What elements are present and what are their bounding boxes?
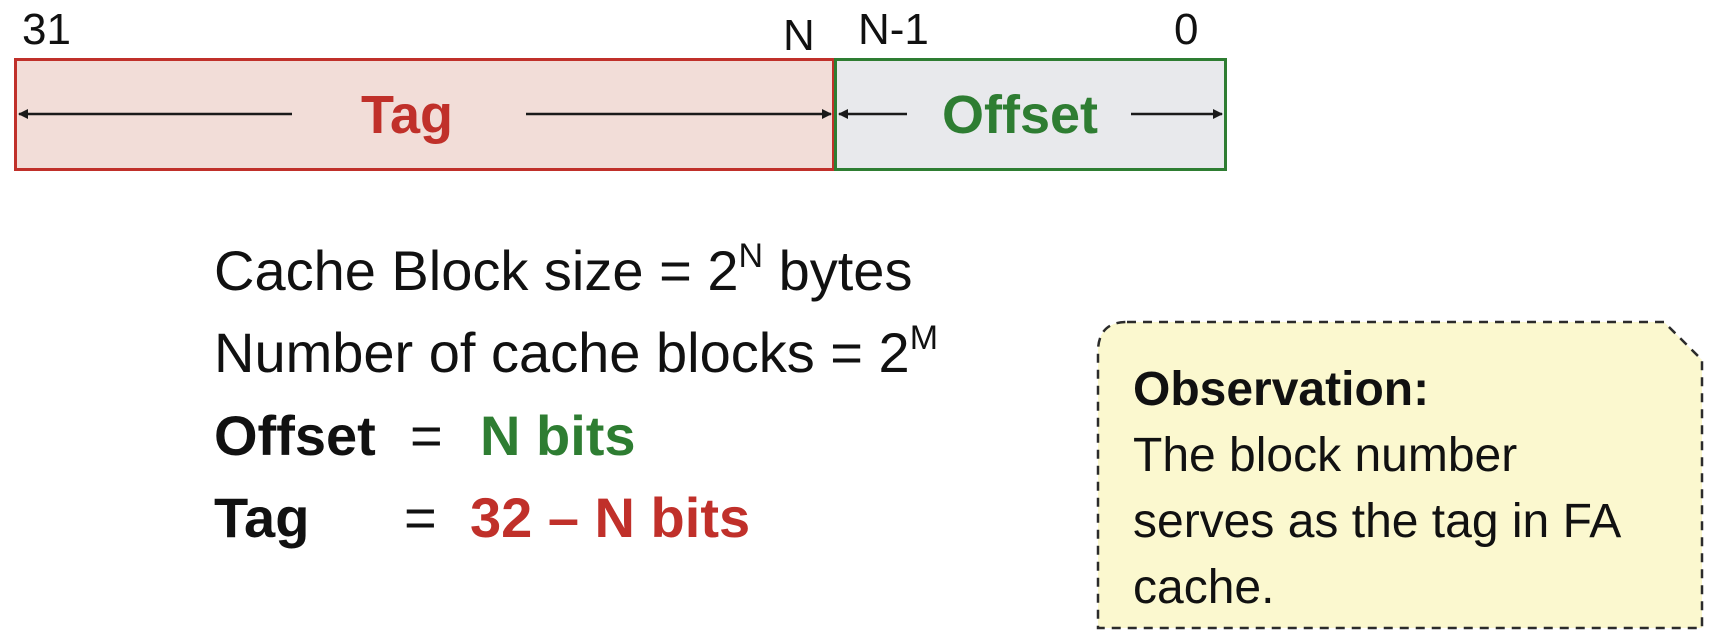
tag-field-box: Tag xyxy=(14,58,835,171)
tag-field-label: Tag xyxy=(361,84,453,145)
observation-note-text: Observation: The block number serves as … xyxy=(1133,357,1653,621)
offset-field-box: Offset xyxy=(834,58,1227,171)
offset-term: Offset xyxy=(214,404,376,467)
tag-equals: = xyxy=(404,486,437,549)
num-blocks-text: Number of cache blocks = 2 xyxy=(214,321,910,384)
bit-label-31: 31 xyxy=(22,5,71,54)
block-size-formula: Cache Block size = 2N bytes xyxy=(214,239,912,299)
tag-term: Tag xyxy=(214,486,310,549)
bit-label-n: N xyxy=(783,11,815,60)
block-size-text: Cache Block size = 2 xyxy=(214,239,739,302)
block-size-exponent: N xyxy=(738,237,764,275)
observation-heading: Observation: xyxy=(1133,363,1430,416)
block-size-unit: bytes xyxy=(763,239,913,302)
tag-formula: Tag=32 – N bits xyxy=(214,490,750,546)
bit-label-0: 0 xyxy=(1174,5,1199,54)
offset-formula: Offset=N bits xyxy=(214,408,636,464)
observation-body: The block number serves as the tag in FA… xyxy=(1133,429,1619,614)
tag-bits-value: 32 – N bits xyxy=(470,486,751,549)
num-blocks-formula: Number of cache blocks = 2M xyxy=(214,321,938,381)
offset-bits-value: N bits xyxy=(480,404,636,467)
num-blocks-exponent: M xyxy=(909,319,939,357)
offset-equals: = xyxy=(410,404,443,467)
offset-field-label: Offset xyxy=(942,84,1099,145)
bit-label-n-minus-1: N-1 xyxy=(858,5,929,54)
